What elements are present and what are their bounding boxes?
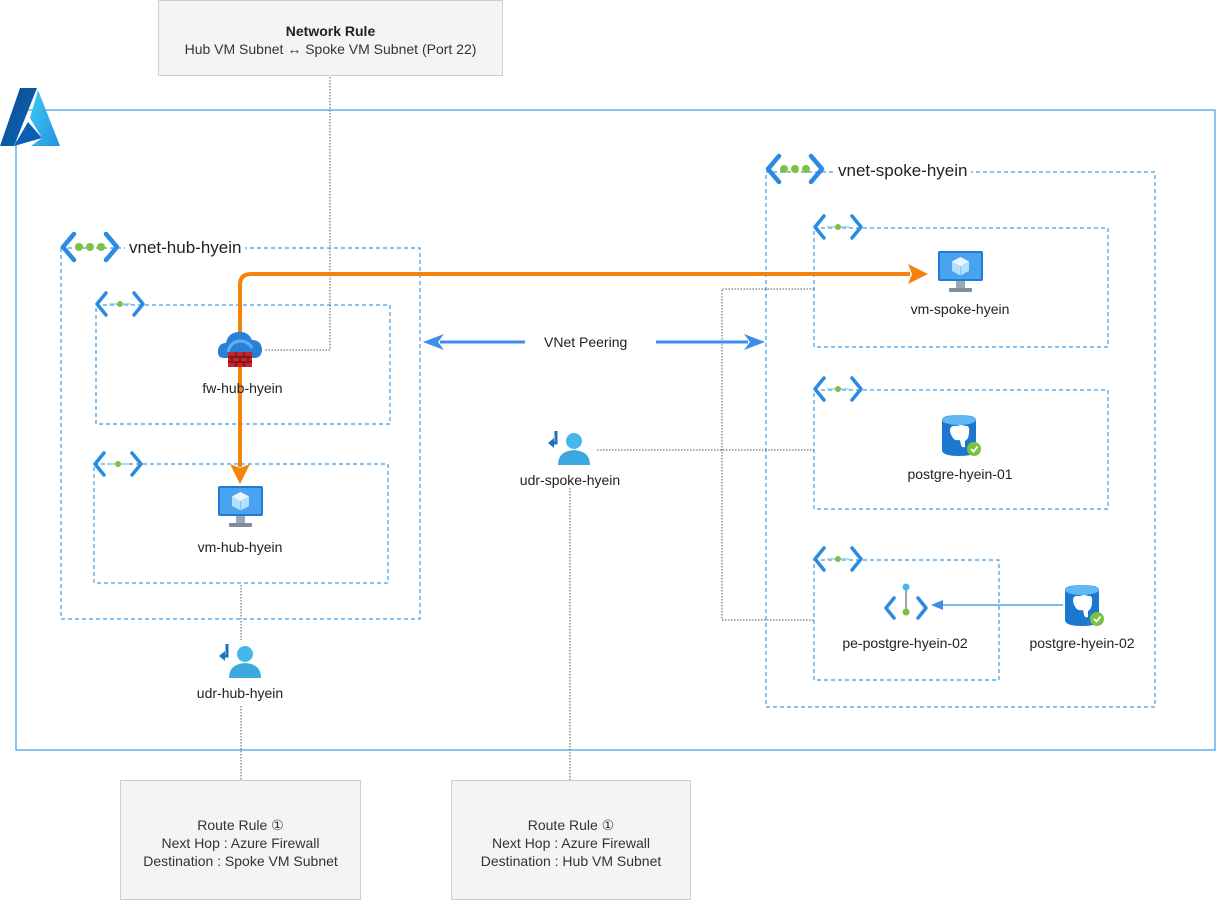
postgresql-icon <box>1065 585 1104 626</box>
spoke-vm-subnet <box>813 227 1109 348</box>
pe-postgre-label: pe-postgre-hyein-02 <box>842 635 968 651</box>
peering-arrows <box>423 334 765 350</box>
virtual-machine-icon <box>218 486 263 527</box>
fw-hub-label: fw-hub-hyein <box>202 380 283 396</box>
network-rule-title: Network Rule <box>285 23 376 39</box>
vm-hub-label: vm-hub-hyein <box>197 539 283 555</box>
vnet-icon <box>60 231 120 263</box>
network-rule-note: Network Rule Hub VM Subnet ↔ Spoke VM Su… <box>158 0 503 76</box>
firewall-icon <box>217 331 262 367</box>
spoke-subnet-bracket <box>721 288 814 621</box>
route-rule-spoke-note: Route Rule ① Next Hop : Azure Firewall D… <box>451 780 691 900</box>
route-table-icon <box>219 644 261 678</box>
hub-vnet-boundary <box>60 247 421 620</box>
vnet-icon <box>765 153 825 185</box>
pe-arrow <box>931 600 1063 610</box>
dotted-connectors <box>240 77 814 780</box>
subnet-icon <box>813 546 863 572</box>
azure-boundary <box>15 109 1216 751</box>
azure-logo-icon <box>0 88 60 146</box>
postgres-02-label: postgre-hyein-02 <box>1029 635 1135 651</box>
subnet-icon <box>813 376 863 402</box>
private-endpoint-icon <box>884 583 928 620</box>
postgresql-icon <box>942 415 981 456</box>
vm-spoke-label: vm-spoke-hyein <box>910 301 1010 317</box>
network-rule-detail: Hub VM Subnet ↔ Spoke VM Subnet (Port 22… <box>184 41 477 57</box>
udr-spoke-label: udr-spoke-hyein <box>519 472 621 488</box>
hub-vnet-title: vnet-hub-hyein <box>125 238 246 258</box>
route-rule-spoke-destination: Destination : Hub VM Subnet <box>480 853 662 869</box>
network-rule-connector <box>265 77 331 351</box>
route-rule-hub-nexthop: Next Hop : Azure Firewall <box>161 835 320 851</box>
subnet-icon <box>813 214 863 240</box>
hub-firewall-subnet <box>95 304 391 425</box>
route-rule-spoke-nexthop: Next Hop : Azure Firewall <box>492 835 650 851</box>
subnet-icon <box>95 291 145 317</box>
route-rule-spoke-title: Route Rule ① <box>527 817 615 833</box>
virtual-machine-icon <box>938 251 983 292</box>
subnet-icon <box>93 451 143 477</box>
route-rule-hub-destination: Destination : Spoke VM Subnet <box>143 853 338 869</box>
spoke-vnet-title: vnet-spoke-hyein <box>834 161 972 181</box>
route-table-icon <box>548 431 590 465</box>
route-rule-hub-note: Route Rule ① Next Hop : Azure Firewall D… <box>120 780 361 900</box>
udr-hub-label: udr-hub-hyein <box>196 685 284 701</box>
postgres-01-label: postgre-hyein-01 <box>907 466 1013 482</box>
route-rule-hub-title: Route Rule ① <box>197 817 284 833</box>
traffic-flow-path <box>230 264 928 484</box>
spoke-pe-subnet <box>813 559 1000 681</box>
vnet-peering-label: VNet Peering <box>534 334 638 350</box>
